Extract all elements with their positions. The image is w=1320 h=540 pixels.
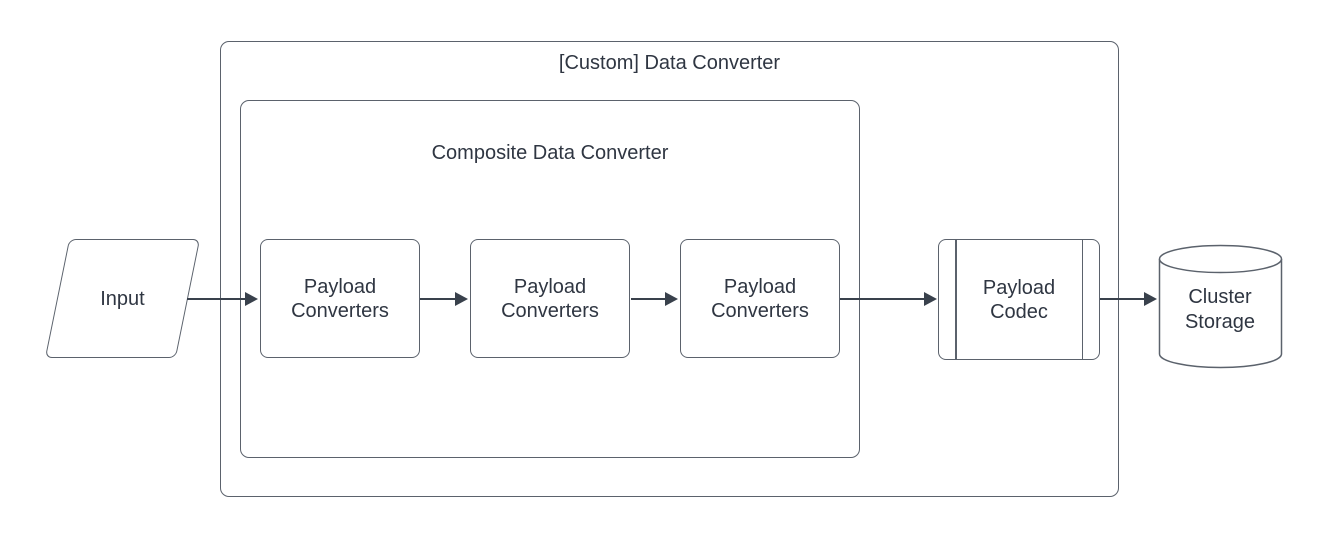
cluster-storage-shape xyxy=(1158,244,1283,369)
label-line: Codec xyxy=(990,300,1048,323)
label-line: Converters xyxy=(711,299,809,322)
arrow-codec-to-storage xyxy=(1100,292,1157,306)
payload-converters-label-1: Payload Converters xyxy=(291,275,389,323)
label-line: Payload xyxy=(513,275,587,298)
input-node-label: Input xyxy=(100,287,145,310)
cylinder-top-rim xyxy=(1158,244,1283,274)
label-line: Cluster xyxy=(1188,285,1252,308)
payload-codec-label: Payload Codec xyxy=(983,276,1055,324)
arrow-converter1-to-converter2 xyxy=(420,292,468,306)
cluster-storage-label: Cluster Storage xyxy=(1158,261,1282,358)
composite-data-converter-title: Composite Data Converter xyxy=(431,142,669,164)
cylinder-body xyxy=(1158,259,1283,369)
payload-converters-label-3: Payload Converters xyxy=(711,275,809,323)
arrow-input-to-converter1 xyxy=(187,292,258,306)
payload-codec-node: Payload Codec xyxy=(938,239,1100,360)
custom-data-converter-title: [Custom] Data Converter xyxy=(558,52,781,74)
payload-converters-node-3: Payload Converters xyxy=(680,239,840,358)
arrow-converter2-to-converter3 xyxy=(631,292,678,306)
arrow-converter3-to-codec xyxy=(840,292,937,306)
label-line: Payload xyxy=(303,275,377,298)
payload-converters-node-1: Payload Converters xyxy=(260,239,420,358)
label-line: Converters xyxy=(291,299,389,322)
payload-converters-node-2: Payload Converters xyxy=(470,239,630,358)
label-line: Storage xyxy=(1184,310,1256,333)
payload-converters-label-2: Payload Converters xyxy=(501,275,599,323)
label-line: Converters xyxy=(501,299,599,322)
label-line: Payload xyxy=(982,276,1056,299)
label-line: Payload xyxy=(723,275,797,298)
